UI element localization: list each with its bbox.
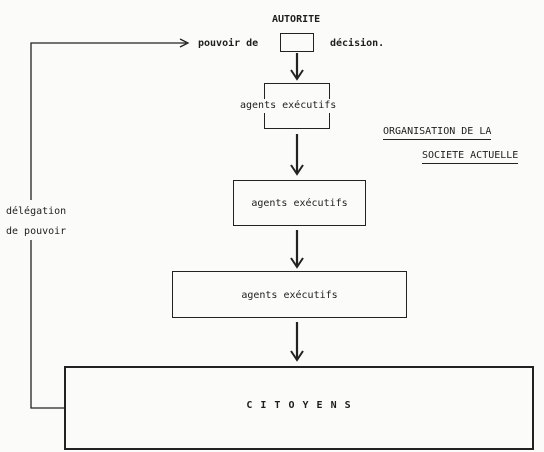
delegation-line-lower — [30, 240, 64, 409]
arrow-level2-to-level3-head — [290, 257, 304, 269]
arrow-level1-to-level2-head — [290, 164, 304, 176]
level1-label: agents exécutifs — [240, 100, 337, 111]
level3-label: agents exécutifs — [241, 290, 338, 301]
citizens-box: C I T O Y E N S — [64, 366, 534, 450]
delegation-arrow-head — [179, 38, 190, 48]
delegation-line-upper — [30, 42, 186, 200]
level2-label: agents exécutifs — [251, 198, 348, 209]
level3-box: agents exécutifs — [172, 271, 407, 318]
title-line2: SOCIETE ACTUELLE — [422, 150, 519, 164]
authority-label: AUTORITE — [272, 14, 321, 25]
citizens-label: C I T O Y E N S — [246, 400, 352, 411]
authority-box — [280, 33, 314, 52]
delegation-line1: délégation — [6, 206, 67, 217]
arrow-level3-to-citizens-head — [290, 350, 304, 362]
delegation-line2: de pouvoir — [6, 226, 67, 237]
title-line1: ORGANISATION DE LA — [383, 126, 492, 140]
decision-label: décision. — [330, 38, 385, 49]
pouvoir-label: pouvoir de — [198, 38, 259, 49]
level1-box — [264, 83, 330, 129]
level2-box: agents exécutifs — [233, 180, 366, 226]
arrow-authority-to-level1-head — [290, 69, 304, 81]
